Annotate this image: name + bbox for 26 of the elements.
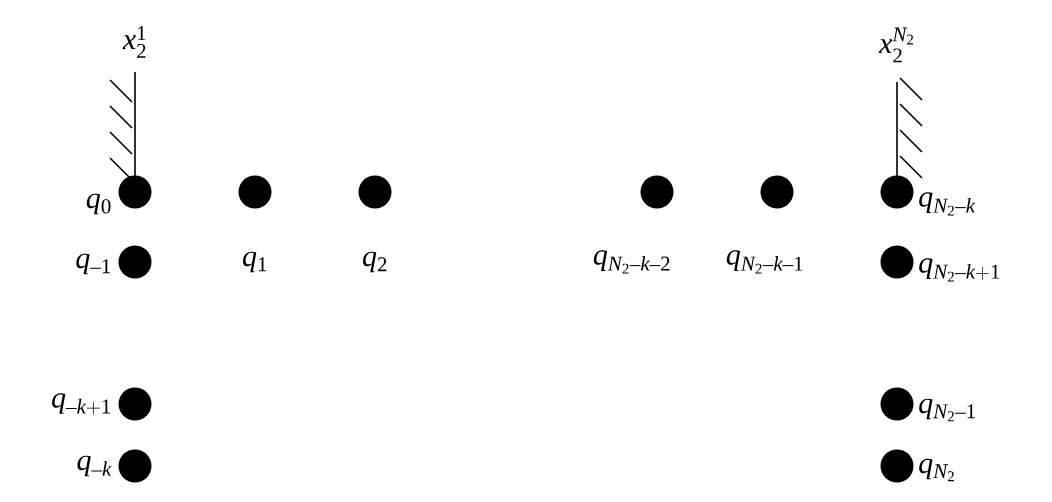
point-label: $q_{1}$ [243,251,267,273]
dot [640,175,674,209]
dot [760,175,794,209]
point-label: $q_{\text{–}k+1}$ [52,393,111,415]
point-label: $q_{N_2}$ [919,458,954,482]
point-label: $q_{N_2\text{–}1}$ [919,398,975,422]
dot [880,387,914,421]
dot [118,387,152,421]
dot [118,245,152,279]
dot [118,449,152,483]
dot [118,175,152,209]
dot [238,175,272,209]
wall-label: $x_2^{N_2}$ [878,27,914,63]
point-label: $q_{N_2\text{–}k+1}$ [919,258,1000,282]
dot [880,175,914,209]
point-label: $q_{0}$ [86,193,111,215]
point-label: $q_{N_2\text{–}k}$ [919,192,976,216]
dot [880,245,914,279]
point-label: $q_{N_2\text{–}k\text{–}2}$ [593,250,670,274]
point-label: $q_{2}$ [363,251,387,273]
point-label: $q_{\text{–}1}$ [76,253,111,275]
wall-label: $x_2^{1}$ [122,26,146,58]
dot [880,449,914,483]
point-label: $q_{\text{–}k}$ [77,455,112,477]
point-label: $q_{N_2\text{–}k\text{–}1}$ [726,250,803,274]
dot [358,175,392,209]
